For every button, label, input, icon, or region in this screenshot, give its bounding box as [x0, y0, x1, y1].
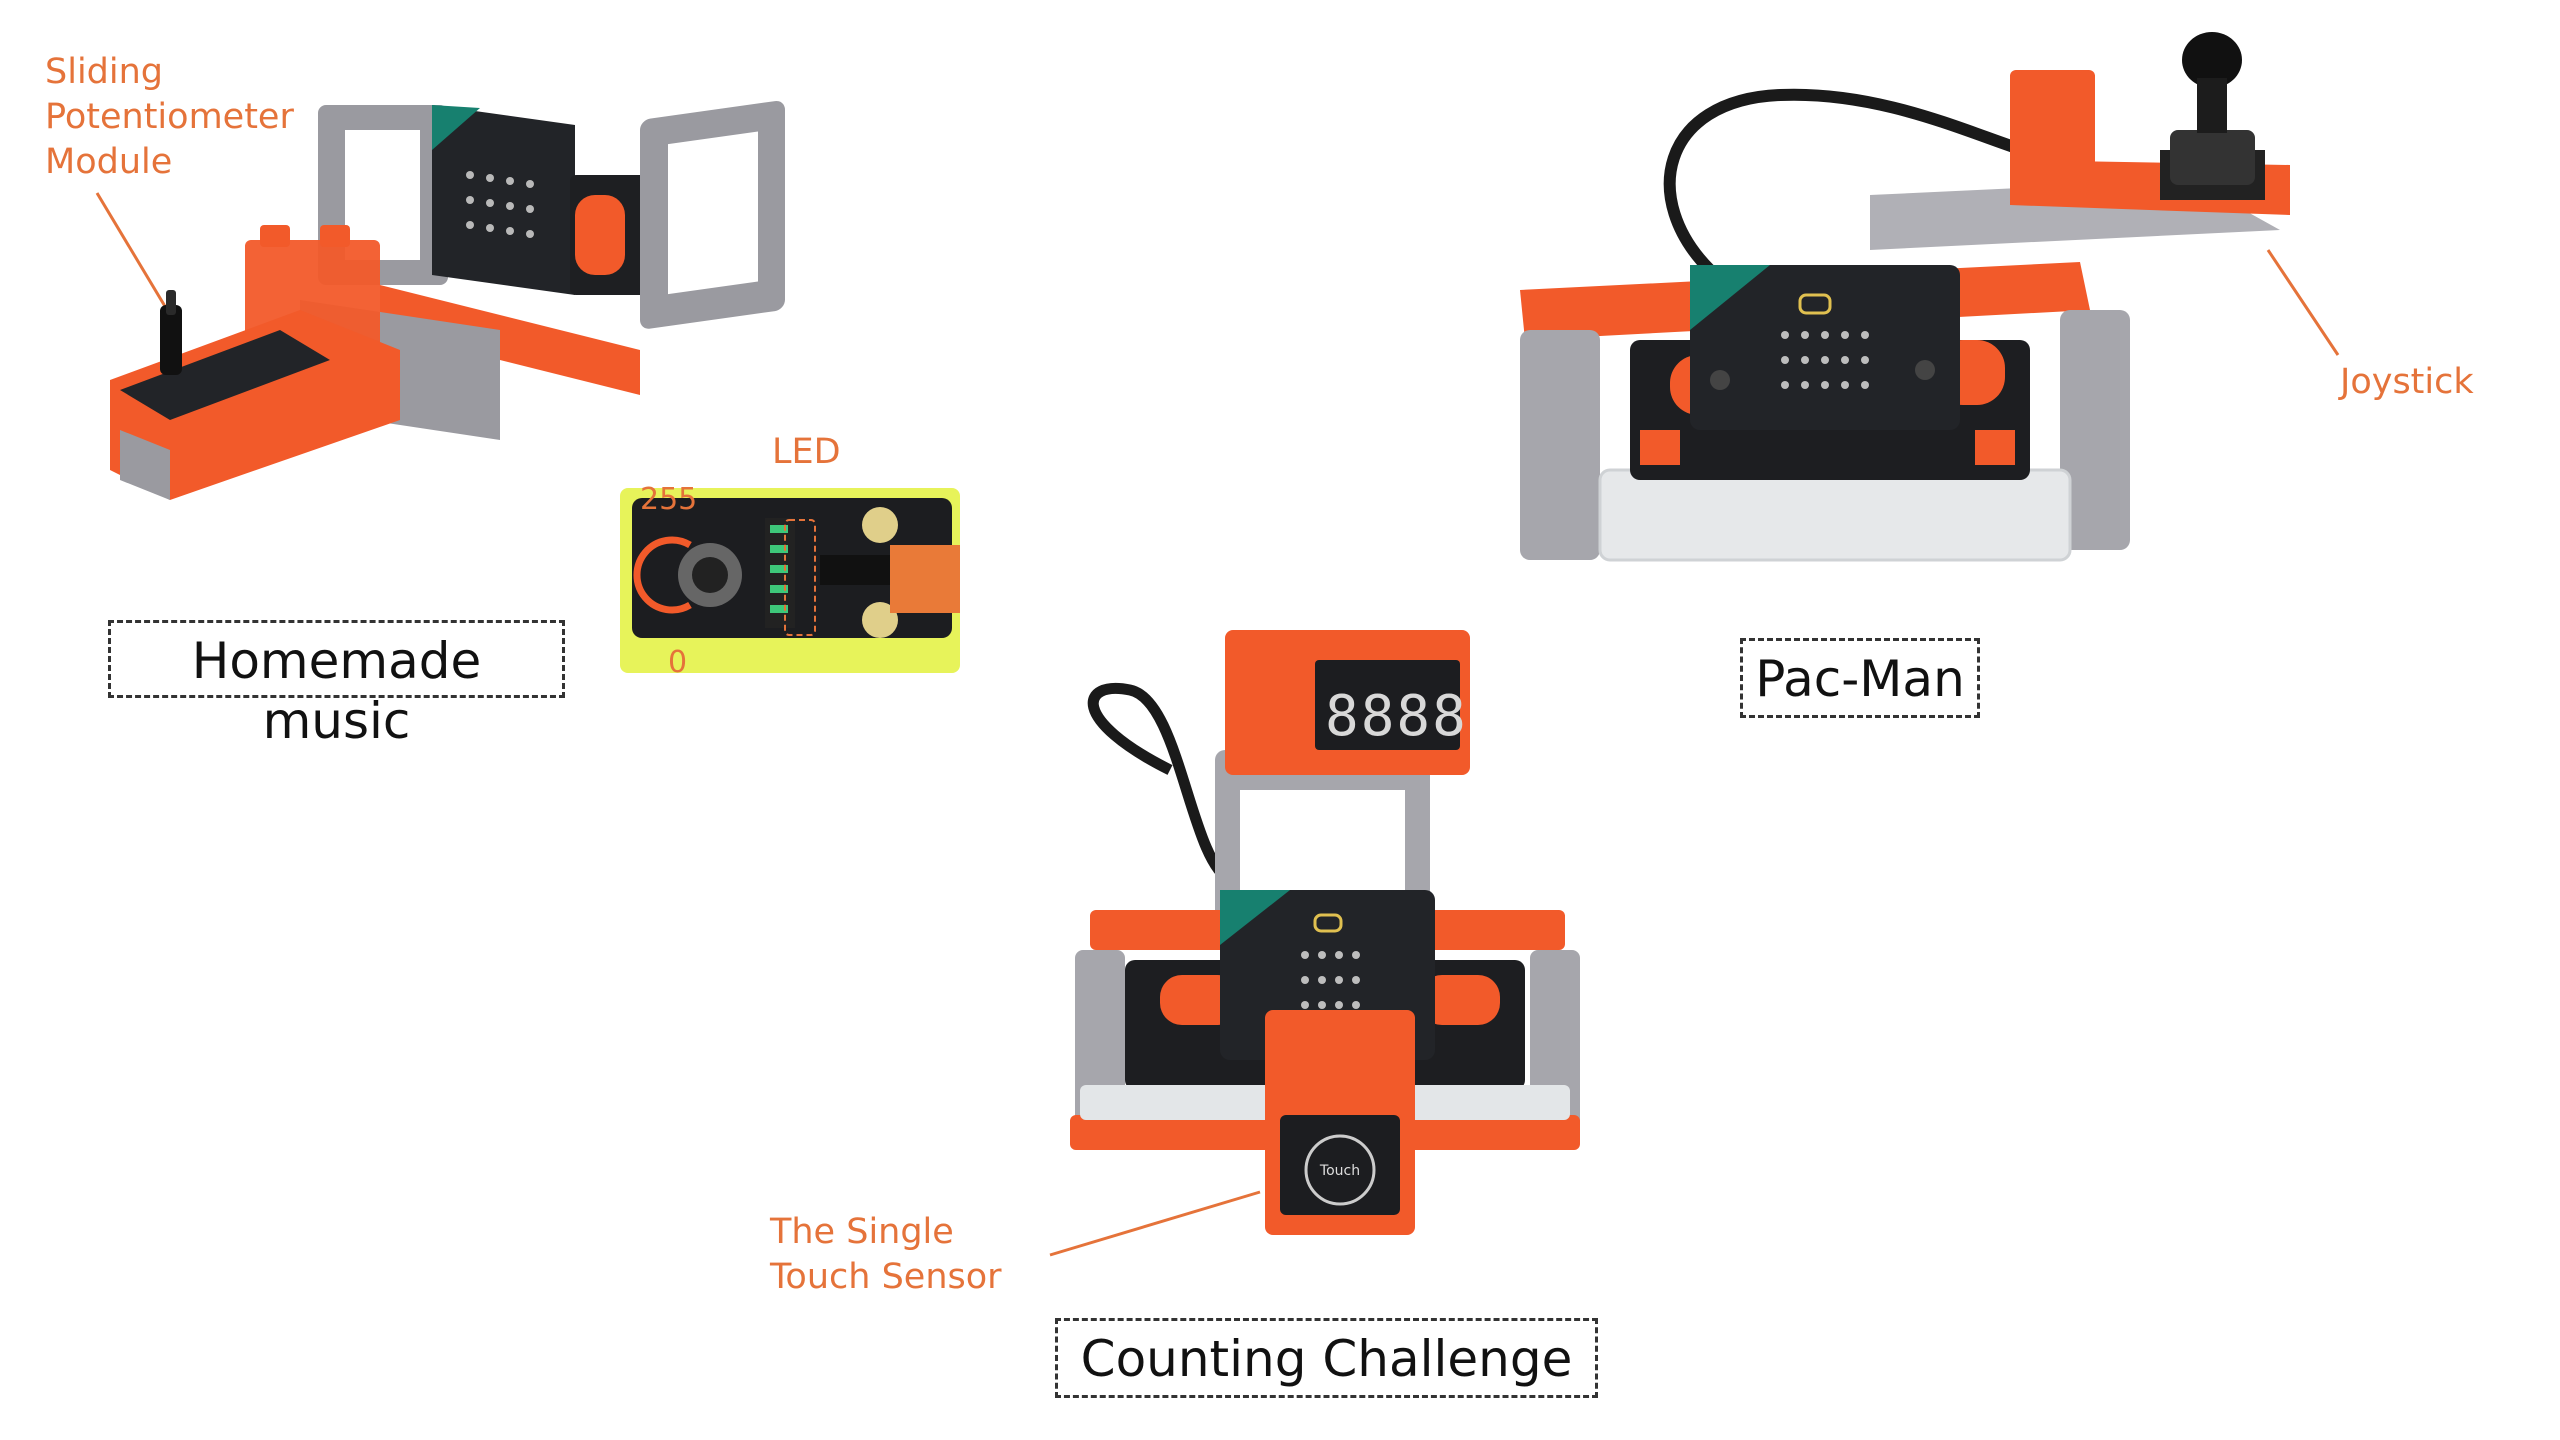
slider-module-base	[110, 310, 400, 500]
touch-sensor-text: Touch	[1319, 1163, 1360, 1179]
led-module-image	[620, 488, 960, 673]
joystick-label: Joystick	[2340, 362, 2474, 402]
touch-sensor-label: The Single Touch Sensor	[770, 1212, 1002, 1297]
joystick-leader-line	[2266, 249, 2340, 356]
display-digits-text: 8888	[1325, 684, 1468, 749]
project-title-pacman: Pac-Man	[1740, 638, 1980, 718]
pacman-robot-image	[1520, 32, 2290, 562]
touch-leader-line	[1049, 1190, 1261, 1257]
counting-robot-image: 8888 Touch	[1070, 630, 1580, 1235]
pacman-cable	[1663, 88, 2062, 275]
pacman-microbit	[1690, 265, 1960, 430]
music-robot-image	[110, 100, 785, 500]
slider-leader-line	[95, 192, 174, 319]
microbit-board	[432, 105, 575, 295]
led-label: LED	[772, 432, 841, 472]
slider-module-label: Sliding Potentiometer Module	[45, 52, 294, 182]
project-title-music: Homemade music	[108, 620, 565, 750]
joystick-base	[2170, 130, 2255, 185]
counting-cable	[1087, 683, 1234, 885]
project-title-counting: Counting Challenge	[1055, 1318, 1598, 1398]
scale-min-label: 0	[668, 645, 688, 680]
scale-max-label: 255	[640, 482, 698, 517]
joystick-knob	[2182, 32, 2242, 88]
